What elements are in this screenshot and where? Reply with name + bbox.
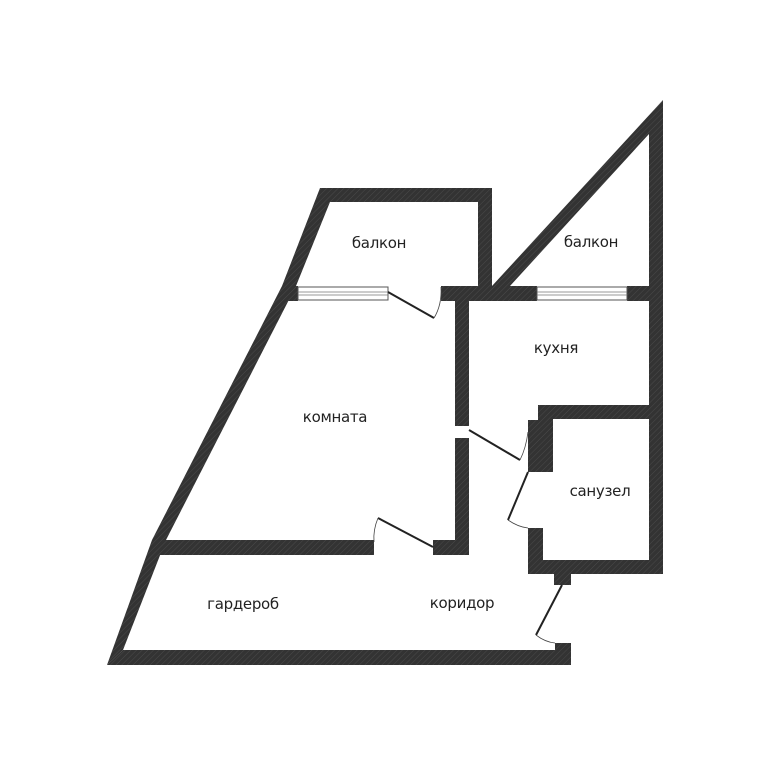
room-label-balcony-right: балкон [563,233,619,251]
room-label-wardrobe: гардероб [207,595,279,613]
window-kitchen-balcony [536,286,628,301]
outer-bottom-wall [107,643,571,665]
outer-right-wall [649,300,663,574]
door-entrance [535,584,563,644]
door-room-corridor [373,517,434,548]
room-top-wall [282,286,491,301]
room-label-balcony-left: балкон [351,234,407,252]
room-label-bathroom: санузел [569,482,631,500]
door-room-balcony [387,286,442,319]
balcony-left-walls [282,188,492,286]
bathroom-walls [528,405,663,585]
room-right-wall [455,301,469,555]
room-bottom-wall [160,540,469,555]
balcony-right-walls [491,100,663,301]
outer-left-wall [107,286,296,665]
window-room-balcony [297,286,389,301]
door-bathroom [507,471,529,529]
room-label-room: комната [302,408,368,426]
room-label-kitchen: кухня [533,339,579,357]
door-kitchen [468,429,529,461]
room-label-corridor: коридор [429,594,495,612]
